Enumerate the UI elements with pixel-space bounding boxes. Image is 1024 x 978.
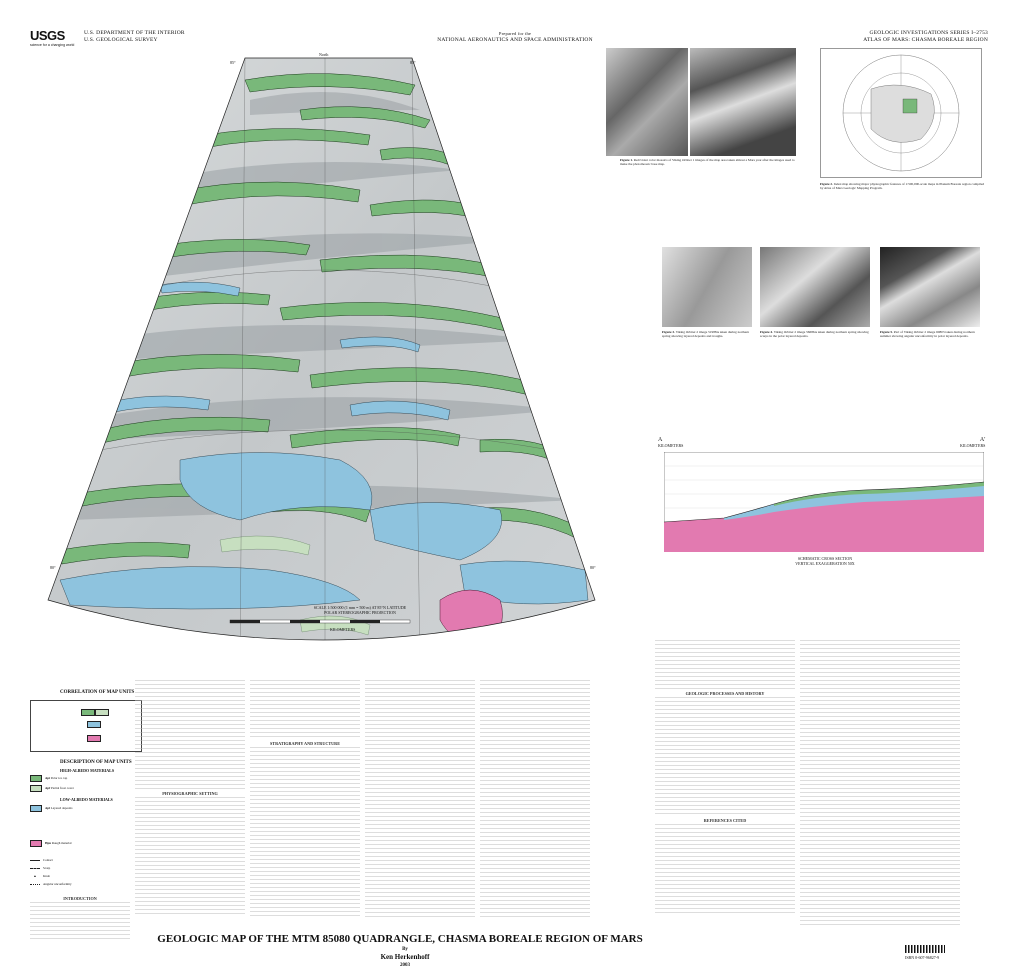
correlation-chart — [30, 700, 142, 752]
legend-symbol-knob: ▲Knob — [33, 874, 51, 878]
dept-line-1: U.S. DEPARTMENT OF THE INTERIOR — [84, 30, 185, 36]
title-by: By — [402, 947, 408, 952]
legend-unit-frost: Apf Partial frost cover — [30, 785, 130, 792]
figure-2-caption: Figure 2. Index map showing major physio… — [820, 182, 985, 191]
correlation-frost-box — [95, 709, 109, 716]
cross-section-right-label: A' KILOMETERS — [960, 437, 986, 448]
figure-3-image — [662, 247, 752, 327]
lat-label-85-right: 85° — [410, 60, 416, 65]
scale-bar — [229, 619, 411, 624]
legend-symbol-unconformity: Angular unconformity — [30, 882, 130, 886]
legend-swatch-layered — [30, 805, 42, 812]
low-albedo-heading: LOW-ALBEDO MATERIALS — [60, 797, 113, 802]
lat-label-85-left: 85° — [230, 60, 236, 65]
figure-4-caption: Figure 4. Viking Orbiter 2 image 56686A … — [760, 330, 869, 339]
title-year: 2003 — [400, 963, 410, 968]
text-col-5 — [480, 680, 590, 930]
figure-5-image — [880, 247, 980, 327]
graticule — [99, 58, 551, 640]
cross-section-layered-unit — [724, 482, 984, 520]
text-col-6: GEOLOGIC PROCESSES AND HISTORY REFERENCE… — [655, 640, 795, 930]
cross-section-left-label: A KILOMETERS — [658, 437, 684, 448]
usgs-logo: USGS science for a changing world — [30, 28, 75, 47]
correlation-layered-box — [87, 721, 101, 728]
north-label: North — [319, 52, 329, 57]
scale-caption: SCALE 1:500 000 (1 mm = 500 m) AT 85°N L… — [313, 605, 407, 615]
figure-3-caption: Figure 3. Viking Orbiter 2 image 51988A … — [662, 330, 750, 339]
high-albedo-heading: HIGH-ALBEDO MATERIALS — [60, 768, 115, 773]
cross-section-caption: SCHEMATIC CROSS SECTION VERTICAL EXAGGER… — [795, 556, 855, 566]
text-col-4 — [365, 680, 475, 930]
geologic-map — [47, 57, 596, 641]
isbn: ISBN 0-607-96827-9 — [905, 955, 940, 960]
series-block: GEOLOGIC INVESTIGATIONS SERIES I–2753 AT… — [863, 30, 988, 43]
text-col-1: INTRODUCTION — [30, 895, 130, 955]
map-title: GEOLOGIC MAP OF THE MTM 85080 QUADRANGLE… — [157, 933, 643, 945]
map-neatline — [47, 57, 596, 641]
legend-symbol-contact: Contact — [30, 858, 130, 862]
prepared-block: Prepared for the NATIONAL AERONAUTICS AN… — [437, 31, 593, 43]
figure-5-caption: Figure 5. Part of Viking Orbiter 2 image… — [880, 330, 975, 339]
legend-swatch-rough — [30, 840, 42, 847]
legend-symbol-scarp: Scarp — [30, 866, 130, 870]
legend-unit-cap: Api Polar ice cap — [30, 775, 130, 782]
layered-deposits-unit — [59, 281, 589, 610]
lat-label-80-left: 80° — [50, 565, 56, 570]
dept-line-2: U.S. GEOLOGICAL SURVEY — [84, 37, 158, 43]
figure-1-image-a — [606, 48, 688, 156]
legend-unit-rough: Hpu Rough material — [30, 840, 130, 847]
cross-section-cap-unit — [774, 482, 984, 506]
department-block: U.S. DEPARTMENT OF THE INTERIOR U.S. GEO… — [84, 30, 185, 44]
legend-unit-layered: Apl Layered deposits — [30, 805, 130, 812]
text-col-7 — [800, 640, 960, 930]
correlation-rough-box — [87, 735, 101, 742]
title-author: Ken Herkenhoff — [380, 953, 430, 961]
text-col-3: STRATIGRAPHY AND STRUCTURE — [250, 680, 360, 930]
legend-swatch-frost — [30, 785, 42, 792]
figure-1-image-b — [690, 48, 796, 156]
legend-swatch-cap — [30, 775, 42, 782]
barcode — [905, 945, 945, 953]
figure-2-index-map — [820, 48, 982, 178]
cross-section — [664, 452, 984, 552]
text-col-2: PHYSIOGRAPHIC SETTING — [135, 680, 245, 930]
figure-4-image — [760, 247, 870, 327]
description-title: DESCRIPTION OF MAP UNITS — [60, 760, 132, 765]
lat-label-80-right: 80° — [590, 565, 596, 570]
scale-unit: KILOMETERS — [330, 627, 356, 632]
figure-1-caption: Figure 1. Red/violet color mosaics of Vi… — [620, 158, 795, 167]
correlation-cap-box — [81, 709, 95, 716]
correlation-title: CORRELATION OF MAP UNITS — [60, 690, 135, 695]
